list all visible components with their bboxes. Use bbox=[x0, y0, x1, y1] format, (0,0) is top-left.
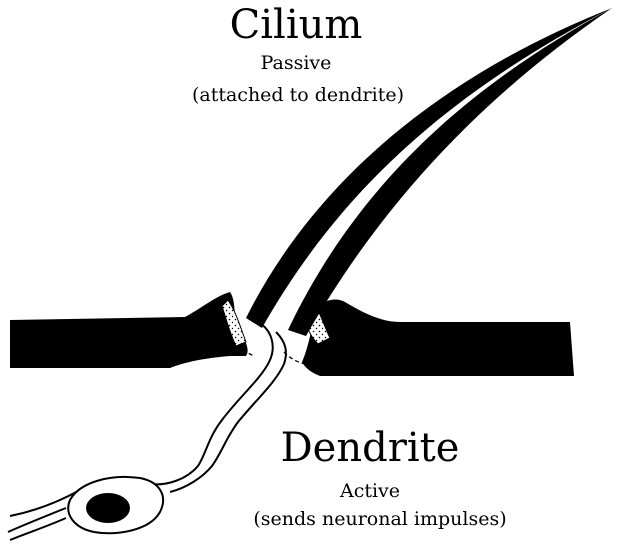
dendrite-title: Dendrite bbox=[278, 428, 462, 468]
cilium-title: Cilium bbox=[212, 5, 380, 45]
cilium-note: (attached to dendrite) bbox=[170, 86, 426, 105]
dendrite-subtitle: Active bbox=[318, 482, 422, 501]
dendrite-note: (sends neuronal impulses) bbox=[248, 510, 512, 529]
cuticle-left bbox=[10, 292, 248, 368]
neuron-nucleus bbox=[86, 493, 130, 523]
cilium-subtitle: Passive bbox=[212, 54, 380, 73]
axon-tail bbox=[8, 508, 66, 540]
cuticle-right bbox=[302, 299, 574, 376]
